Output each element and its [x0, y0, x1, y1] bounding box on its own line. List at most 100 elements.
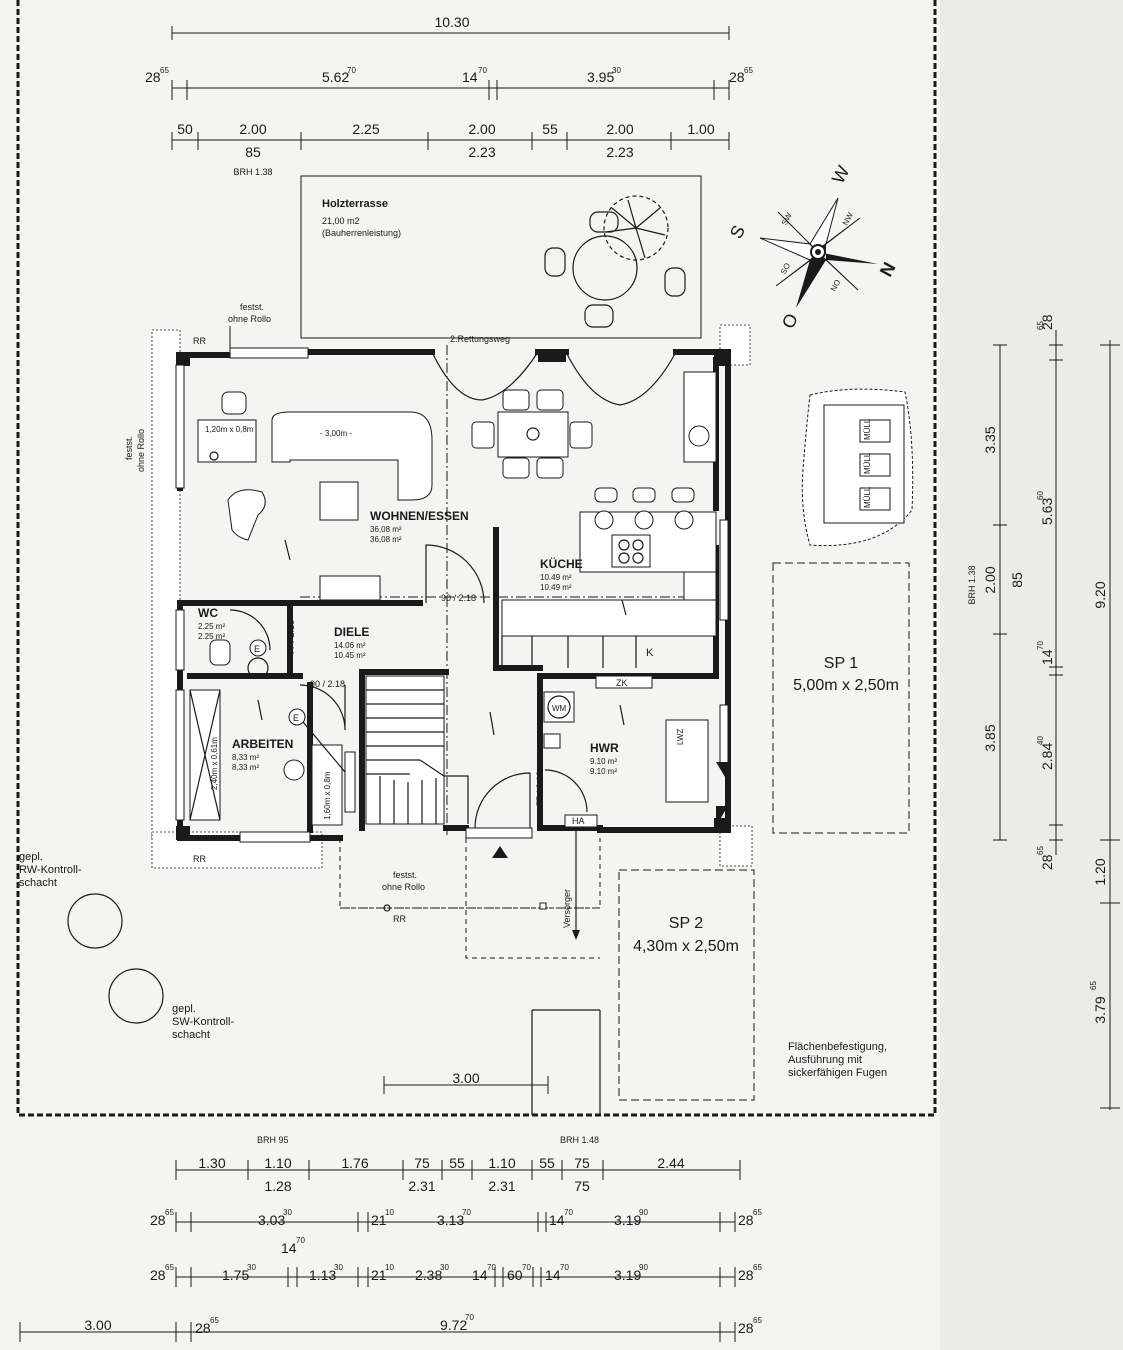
dim-bot1-brh1: BRH 95: [257, 1135, 289, 1145]
dim-top2-c: 2.25: [352, 121, 379, 137]
dim-bot3-b: 1.75: [222, 1267, 249, 1283]
dim-bot3-j-sup: 90: [639, 1263, 648, 1272]
room-name-arbeiten: ARBEITEN: [232, 737, 293, 751]
room-area2-kueche: 10.49 m²: [540, 583, 572, 592]
sp1-name: SP 1: [824, 655, 859, 672]
dim-bot4-c-sup: 70: [465, 1313, 474, 1322]
dim-bot2-f: 3.19: [614, 1212, 641, 1228]
dim-top1-c-sup: 70: [478, 66, 487, 75]
top-dimensions: 10.30 28 65 5.62 70 14 70 3.95 30 28 65 …: [145, 14, 753, 177]
sp2-size: 4,30m x 2,50m: [633, 938, 739, 955]
dim-bot1-c: 1.76: [341, 1155, 368, 1171]
dim-bot3-j: 3.19: [614, 1267, 641, 1283]
parking-spaces: SP 1 5,00m x 2,50m SP 2 4,30m x 2,50m: [618, 562, 910, 1101]
dim-bot3-i-sup: 70: [560, 1263, 569, 1272]
room-labels: WOHNEN/ESSEN 36,08 m² 36,08 m² KÜCHE 10.…: [198, 509, 619, 776]
dim-top2-f-sub: 2.23: [606, 144, 633, 160]
paving-note-1: Flächenbefestigung,: [788, 1041, 887, 1053]
dim-bot3-k-sup: 65: [753, 1263, 762, 1272]
room-area2-hwr: 9.10 m²: [590, 767, 617, 776]
sw-label-2: SW-Kontroll-: [172, 1016, 234, 1028]
dim-bot3-a: 28: [150, 1267, 166, 1283]
terrace-title: Holzterrasse: [322, 198, 388, 210]
dim-bot3-k: 28: [738, 1267, 754, 1283]
festst-bottom-1: festst.: [393, 870, 417, 880]
lwz-label: LWZ: [676, 729, 685, 745]
dim-bot1-brh2: BRH 1.48: [560, 1135, 599, 1145]
dim-top1-d-sup: 30: [612, 66, 621, 75]
dim-bot1-e: 55: [449, 1155, 465, 1171]
dim-bot1-d-sub: 2.31: [408, 1178, 435, 1194]
dim-bot3-a-sup: 65: [165, 1263, 174, 1272]
site-elements: gepl. RW-Kontroll- schacht gepl. SW-Kont…: [19, 851, 887, 1079]
dim-top2-brh: BRH 1.38: [233, 167, 272, 177]
dim-bot2-c-sup: 10: [385, 1208, 394, 1217]
room-area2-diele: 10.45 m²: [334, 651, 366, 660]
dim-bot4-b-sup: 65: [210, 1316, 219, 1325]
dim-bot3-d: 1.13: [309, 1267, 336, 1283]
festst-side-2: ohne Rollo: [136, 429, 146, 472]
festst-top-2: ohne Rollo: [228, 314, 271, 324]
rw-label-3: schacht: [19, 877, 57, 889]
dim-bot4-a: 3.00: [84, 1317, 111, 1333]
dim-bot3-h: 60: [507, 1267, 523, 1283]
living-desk-size: 1,20m x 0,8m: [205, 425, 254, 434]
dim-top1-b: 5.62: [322, 69, 349, 85]
kitchen-k: K: [646, 647, 654, 659]
paving-note-2: Ausführung mit: [788, 1054, 862, 1066]
room-area2-wc: 2.25 m²: [198, 632, 225, 641]
dim-bot1-h: 75: [574, 1155, 590, 1171]
e-symbol-1: E: [254, 644, 260, 654]
door-label-arbeiten: 90 / 2.18: [310, 679, 345, 689]
sp2-name: SP 2: [669, 915, 704, 932]
festst-top-1: festst.: [240, 302, 264, 312]
building-walls: [151, 324, 753, 869]
terrace-area: 21,00 m2: [322, 216, 360, 226]
rr-top: RR: [193, 336, 206, 346]
dim-right2-b: 5.63: [1039, 498, 1055, 525]
festst-bottom-2: ohne Rollo: [382, 882, 425, 892]
dim-bot4-d: 28: [738, 1320, 754, 1336]
room-area1-wohnen: 36,08 m²: [370, 525, 402, 534]
dim-right3-c: 3.79: [1092, 996, 1108, 1023]
dim-bot1-b-sub: 1.28: [264, 1178, 291, 1194]
dim-top2-a: 50: [177, 121, 193, 137]
dim-right2-a: 28: [1039, 314, 1055, 330]
dim-bot2-f-sup: 90: [639, 1208, 648, 1217]
dim-top2-b: 2.00: [239, 121, 266, 137]
arbeiten-shelf-size: 2,40m x 0,61m: [210, 737, 219, 790]
dim-bot3-c-top-sup: 70: [296, 1236, 305, 1245]
dim-top1-c: 14: [462, 69, 478, 85]
rw-label-1: gepl.: [19, 851, 43, 863]
dim-bot1-f-sub: 2.31: [488, 1178, 515, 1194]
dim-right2-c: 14: [1039, 649, 1055, 665]
garbage-enclosure: MÜLL MÜLL MÜLL: [801, 388, 914, 547]
zk-label: ZK: [616, 678, 628, 688]
door-label-hwr: 77 / 2.18: [535, 771, 545, 806]
muell-1: MÜLL: [863, 418, 872, 440]
dim-bot3-b-sup: 30: [247, 1263, 256, 1272]
dim-bot3-g: 14: [472, 1267, 488, 1283]
dim-right1-b-sub: 85: [1009, 572, 1025, 588]
dim-top1-d: 3.95: [587, 69, 614, 85]
door-label-wc: 77 / 2.18: [286, 620, 296, 655]
dim-bot4-d-sup: 65: [753, 1316, 762, 1325]
dim-bot3-e: 21: [371, 1267, 387, 1283]
dim-bot2-g-sup: 65: [753, 1208, 762, 1217]
room-name-wohnen: WOHNEN/ESSEN: [370, 509, 469, 523]
room-area2-wohnen: 36,08 m²: [370, 535, 402, 544]
dim-right1-c: 3.85: [982, 724, 998, 751]
dim-right1-a: 3.35: [982, 426, 998, 453]
muell-3: MÜLL: [863, 486, 872, 508]
dim-right3-c-sup: 65: [1089, 981, 1098, 990]
dim-top1-a: 28: [145, 69, 161, 85]
wm-label: WM: [552, 704, 567, 713]
annotations: 2.Rettungsweg festst. ohne Rollo festst.…: [124, 302, 601, 1115]
dim-top2-d: 2.00: [468, 121, 495, 137]
room-name-kueche: KÜCHE: [540, 556, 583, 571]
dim-bot4-b: 28: [195, 1320, 211, 1336]
dim-bot2-g: 28: [738, 1212, 754, 1228]
door-label-kitchen: 90 / 2.18: [441, 593, 476, 603]
dim-bot3-d-sup: 30: [334, 1263, 343, 1272]
